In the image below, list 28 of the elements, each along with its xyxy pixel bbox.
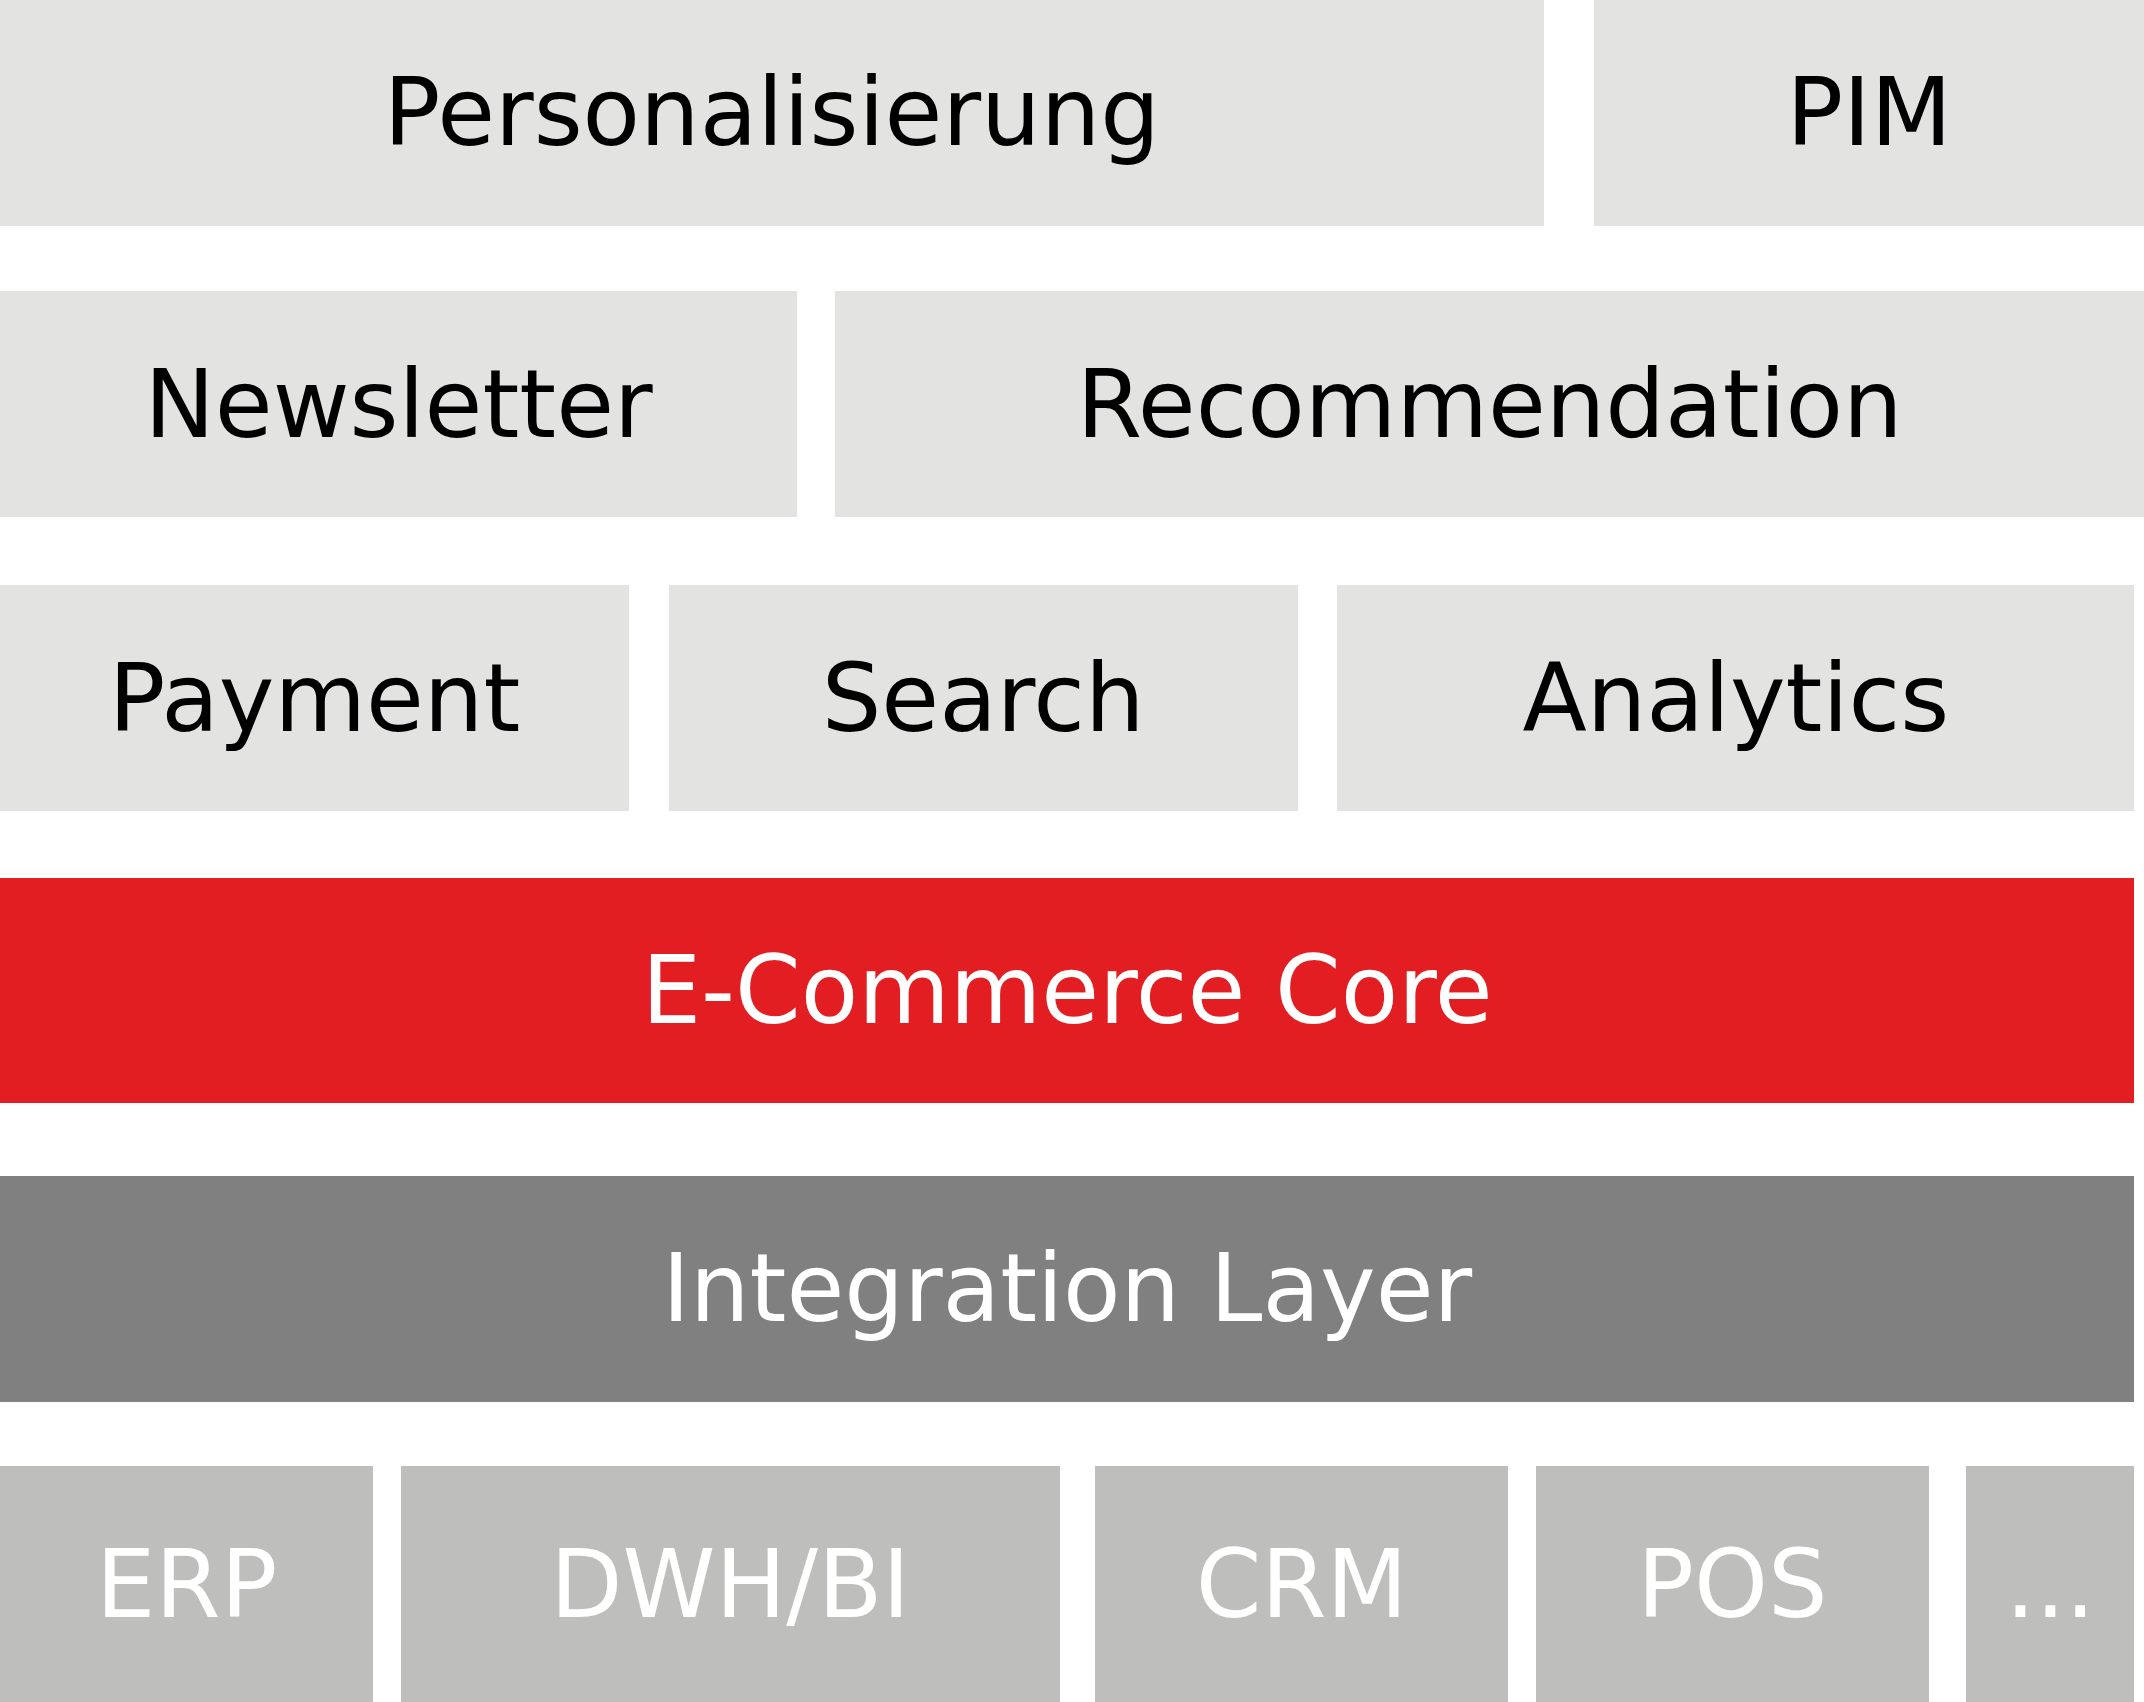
module-block [0,585,629,811]
block-label: DWH/BI [550,1529,911,1639]
block-label: Search [821,643,1145,753]
block-label: PIM [1786,58,1952,168]
core-layer-bar [0,877,2135,1104]
block-label: Newsletter [144,349,653,459]
block-label: Personalisierung [383,58,1160,168]
block-label: Recommendation [1076,349,1903,459]
block-label: Payment [108,643,521,753]
module-block [1337,585,2135,811]
module-block [0,0,1544,226]
backend-system-block [0,1465,374,1702]
module-block [668,585,1298,811]
block-label: Integration Layer [662,1234,1473,1344]
block-label: CRM [1195,1529,1408,1639]
module-block [835,291,2144,517]
block-label: ERP [95,1529,278,1639]
module-block [0,291,798,517]
block-label: ... [2005,1529,2096,1639]
backend-system-block [1095,1465,1509,1702]
module-block [1594,0,2144,226]
backend-system-block [1535,1465,1930,1702]
block-label: E-Commerce Core [641,936,1493,1046]
backend-system-block [400,1465,1060,1702]
integration-layer-bar [0,1175,2135,1402]
backend-system-block [1966,1465,2135,1702]
block-label: Analytics [1522,643,1950,753]
block-label: POS [1637,1529,1828,1639]
